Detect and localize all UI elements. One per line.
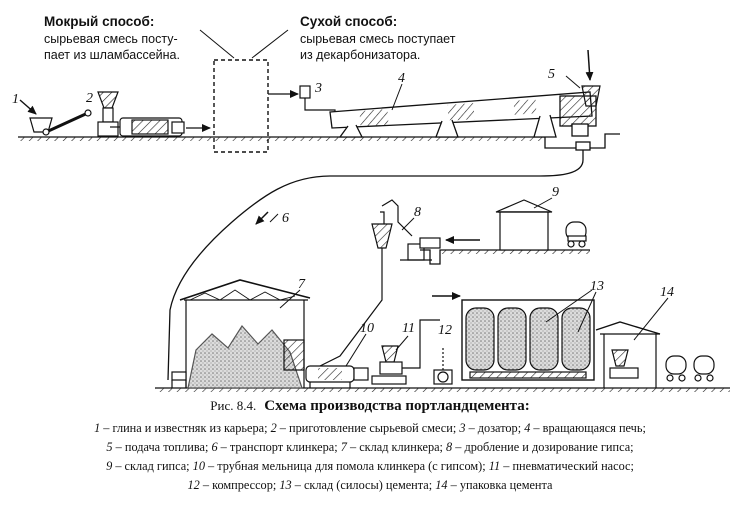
gypsum-pointer	[401, 217, 415, 231]
svg-text:Сухой способ:: Сухой способ:	[300, 14, 397, 29]
svg-text:из декарбонизатора.: из декарбонизатора.	[300, 48, 420, 62]
gypsum-bin	[419, 237, 441, 249]
figure-caption-title: Рис. 8.4. Схема производства портландцеме…	[0, 398, 740, 415]
compressor	[433, 346, 453, 385]
gypsum-crushing	[319, 199, 432, 367]
label-9: 9	[552, 185, 559, 200]
label-5: 5	[548, 67, 555, 82]
legend-line-4: 12 – компрессор; 13 – склад (силосы) цем…	[187, 478, 553, 492]
label-14: 14	[660, 285, 674, 300]
dry-method-label: Сухой способ: сырьевая смесь поступает и…	[300, 14, 456, 62]
wet-method-label: Мокрый способ: сырьевая смесь посту- пае…	[44, 14, 180, 62]
label-12: 12	[438, 323, 452, 338]
label-3: 3	[314, 81, 322, 96]
clinker-transport-line	[167, 150, 584, 381]
rotary-kiln	[329, 91, 597, 151]
svg-text:сырьевая смесь посту-: сырьевая смесь посту-	[44, 32, 178, 46]
cement-packing	[595, 321, 715, 388]
gypsum-platform	[420, 249, 590, 265]
silo-pointer-b	[577, 291, 597, 333]
dry-pointer-line	[251, 29, 289, 59]
pump-pointer	[395, 335, 409, 351]
transport-pointer	[269, 213, 279, 223]
label-1: 1	[12, 92, 19, 107]
figure-title: Схема производства портландцемента:	[264, 398, 530, 414]
label-4: 4	[398, 71, 405, 86]
label-10: 10	[360, 321, 374, 336]
label-13: 13	[590, 279, 604, 294]
label-8: 8	[414, 205, 421, 220]
tube-mill	[305, 365, 369, 388]
packing-pointer	[633, 297, 669, 341]
fuel-pointer	[565, 75, 581, 89]
label-6: 6	[282, 211, 289, 226]
storage-pointer	[279, 289, 301, 309]
silo-pointer-a	[545, 289, 593, 323]
svg-text:пает из шламбассейна.: пает из шламбассейна.	[44, 48, 180, 62]
wet-pointer-line	[199, 29, 235, 59]
legend-line-3: 9 – склад гипса; 10 – трубная мельница д…	[106, 459, 634, 473]
quarry-hopper	[19, 99, 53, 133]
kiln-pointer	[391, 83, 403, 111]
clinker-storage	[171, 279, 311, 389]
legend-line-2: 5 – подача топлива; 6 – транспорт клинке…	[106, 440, 634, 454]
label-11: 11	[402, 321, 415, 336]
feed-source-dashed-box	[213, 59, 269, 153]
legend-line-1: 1 – глина и известняк из карьера; 2 – пр…	[94, 421, 646, 435]
warehouse-pointer	[533, 197, 553, 209]
clinker-transport-arrow	[255, 211, 269, 225]
gypsum-warehouse	[495, 199, 587, 251]
cement-silos	[461, 299, 595, 381]
svg-text:сырьевая смесь поступает: сырьевая смесь поступает	[300, 32, 456, 46]
mill-pointer	[345, 333, 367, 367]
fuel-supply	[581, 49, 601, 107]
label-7: 7	[298, 277, 306, 292]
svg-text:Мокрый способ:: Мокрый способ:	[44, 14, 154, 29]
label-2: 2	[86, 91, 93, 106]
raw-mix-preparation	[42, 91, 185, 137]
figure-number: Рис. 8.4.	[210, 398, 257, 413]
pneumatic-pump	[371, 319, 440, 385]
